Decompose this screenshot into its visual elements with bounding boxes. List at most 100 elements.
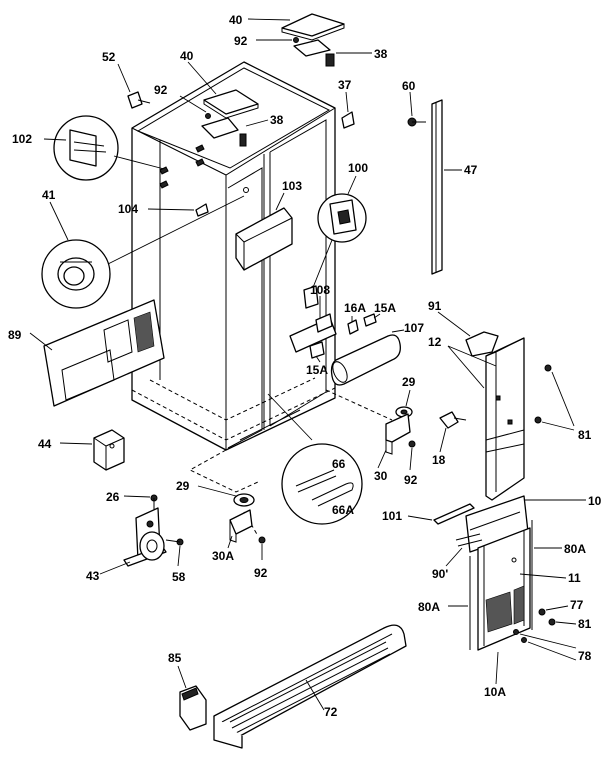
part-81-screws-channel	[534, 364, 575, 431]
label-100: 100	[348, 161, 368, 175]
label-90: 90'	[432, 567, 448, 581]
part-41-detail	[41, 195, 245, 309]
label-85: 85	[168, 651, 182, 665]
label-66a: 66A	[332, 503, 354, 517]
label-80a-right: 80A	[564, 542, 586, 556]
callout-labels: 40 92 38 52 40 92 37 60 38 102 47 100 10…	[8, 13, 602, 719]
part-16a-fastener	[347, 316, 359, 335]
part-18-fastener	[439, 411, 467, 453]
part-38-hinge-cabinet	[201, 117, 269, 147]
label-11: 11	[568, 571, 581, 585]
label-26: 26	[106, 490, 120, 504]
label-16a: 16A	[344, 301, 366, 315]
part-12-channel	[447, 337, 525, 501]
part-108-bracket	[289, 296, 337, 353]
label-103: 103	[282, 179, 302, 193]
part-102-clips-on-cabinet	[159, 144, 205, 189]
part-101-strip	[407, 503, 475, 525]
part-104-plug	[147, 203, 209, 217]
label-101: 101	[382, 509, 402, 523]
label-15a-upper: 15A	[374, 301, 396, 315]
part-29-washer-upper	[395, 389, 413, 418]
label-102: 102	[12, 132, 32, 146]
part-38-hinge-top	[293, 39, 372, 67]
label-37: 37	[338, 78, 352, 92]
part-80a-side-left	[448, 556, 471, 650]
label-77: 77	[570, 598, 584, 612]
cabinet	[131, 61, 336, 451]
part-77-screw	[538, 605, 569, 616]
part-40-top-bracket	[247, 13, 345, 41]
label-81-channel: 81	[578, 428, 592, 442]
part-47-rail	[431, 99, 462, 275]
part-60-screw	[407, 91, 426, 127]
label-40-top: 40	[229, 13, 243, 27]
part-90-gasket	[445, 533, 483, 567]
part-89-control-panel	[29, 299, 165, 407]
part-92-screw-right	[408, 440, 416, 471]
label-52: 52	[102, 50, 116, 64]
label-41: 41	[42, 188, 56, 202]
label-92-lower: 92	[254, 566, 268, 580]
label-30: 30	[374, 469, 388, 483]
part-102-detail	[43, 115, 169, 181]
part-58-screw	[165, 538, 184, 567]
label-108: 108	[310, 283, 330, 297]
part-92-screw-top	[256, 37, 299, 43]
part-72-toe-grille	[213, 624, 407, 749]
part-10a-lower-panel	[477, 527, 531, 685]
part-44-bracket	[59, 429, 125, 471]
label-38-top: 38	[374, 47, 388, 61]
label-78: 78	[578, 649, 592, 663]
label-60: 60	[402, 79, 416, 93]
part-107-cover	[330, 329, 405, 386]
label-107: 107	[404, 321, 424, 335]
label-66: 66	[332, 457, 346, 471]
label-92-right: 92	[404, 473, 418, 487]
part-66-detail	[267, 393, 363, 525]
part-11-label	[519, 573, 567, 579]
part-30a-hinge-bracket	[227, 509, 253, 549]
part-91-cover	[437, 311, 499, 357]
part-92-screw-cabinet	[179, 95, 211, 119]
part-85-endcap	[177, 665, 207, 731]
label-44: 44	[38, 437, 52, 451]
hinge-dash-lead	[325, 389, 393, 421]
label-58: 58	[172, 570, 186, 584]
part-26-screw	[123, 494, 158, 512]
label-47: 47	[464, 163, 478, 177]
part-52-fastener	[117, 63, 151, 109]
part-15a-fastener-lower	[309, 341, 325, 363]
label-92-top: 92	[234, 34, 248, 48]
part-100-detail	[303, 175, 367, 309]
part-29-washer-lower	[197, 485, 255, 507]
label-10a: 10A	[484, 685, 506, 699]
label-38-cabinet: 38	[270, 113, 284, 127]
label-81-lower: 81	[578, 617, 592, 631]
part-81-screw-lower	[548, 618, 577, 626]
label-104: 104	[118, 202, 138, 216]
label-18: 18	[432, 453, 446, 467]
bottom-screw-dash	[243, 511, 259, 537]
part-103-mullion-cover	[235, 187, 293, 271]
part-10-rear-panel	[465, 495, 586, 553]
part-37-clip	[341, 91, 355, 129]
label-91: 91	[428, 299, 442, 313]
part-43-caster-assembly	[99, 507, 167, 575]
label-89: 89	[8, 328, 22, 342]
label-43: 43	[86, 569, 100, 583]
part-92-screw-lower	[258, 536, 266, 560]
label-92-cabinet: 92	[154, 83, 168, 97]
part-30-hinge-bracket	[377, 413, 411, 469]
label-10: 10	[588, 494, 602, 508]
part-78-screws	[513, 629, 577, 661]
label-15a-lower: 15A	[306, 363, 328, 377]
label-29-upper: 29	[402, 375, 416, 389]
label-12: 12	[428, 335, 442, 349]
bottom-hinge-dash	[188, 449, 259, 493]
label-72: 72	[324, 705, 338, 719]
part-15a-fastener-upper	[363, 313, 381, 327]
label-40-cabinet: 40	[180, 49, 194, 63]
label-30a: 30A	[212, 549, 234, 563]
